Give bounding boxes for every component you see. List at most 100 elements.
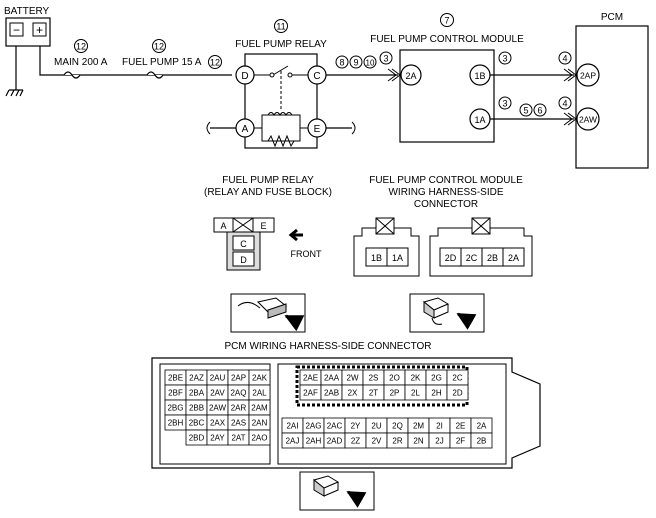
callout-circle bbox=[274, 19, 288, 33]
module-connector-right: 2D 2C 2B 2A bbox=[429, 217, 533, 277]
pcm-cavity-label: 2AZ bbox=[189, 374, 204, 383]
relay-conn-c: C bbox=[240, 239, 247, 249]
relay-switch bbox=[254, 65, 308, 76]
pcm-cavity-label: 2D bbox=[452, 389, 462, 398]
relay-block-title-line2: (RELAY AND FUSE BLOCK) bbox=[204, 187, 332, 198]
pcm-cavity-label: 2AS bbox=[231, 419, 246, 428]
pcm-cavity-label: 2W bbox=[347, 374, 359, 383]
pcm-cavity-label: 2AP bbox=[231, 374, 246, 383]
relay-title: FUEL PUMP RELAY bbox=[235, 39, 327, 50]
pcm-cavity-label: 2AW bbox=[209, 404, 226, 413]
pcm-cavity-label: 2A bbox=[477, 422, 487, 431]
module-conn-2a: 2A bbox=[508, 253, 519, 263]
pcm-cavity-label: 2L bbox=[411, 389, 420, 398]
pcm-cavity-label: 2I bbox=[436, 422, 443, 431]
module-title: FUEL PUMP CONTROL MODULE bbox=[370, 34, 524, 45]
pcm-cavity-label: 2Y bbox=[351, 422, 361, 431]
pcm-cavity-label: 2T bbox=[369, 389, 378, 398]
pcm-cavity-label: 2BE bbox=[168, 374, 183, 383]
callout-f2: 12 bbox=[154, 42, 164, 52]
module-terminal-2a-label: 2A bbox=[405, 71, 416, 81]
callout-w3c: 3 bbox=[502, 99, 507, 109]
pcm-cavity-label: 2B bbox=[477, 437, 487, 446]
module-conn-right-shell bbox=[429, 227, 533, 277]
pcm-cavity-label: 2AV bbox=[210, 389, 225, 398]
callout-f1: 12 bbox=[76, 42, 86, 52]
callout-circle bbox=[519, 103, 533, 117]
pcm-cavity-label: 2H bbox=[431, 389, 441, 398]
relay-terminal-a-label: A bbox=[242, 124, 249, 135]
module-conn-left-shell bbox=[353, 227, 420, 277]
pcm-cavity-label: 2J bbox=[435, 437, 443, 446]
pcm-cavity-label: 2P bbox=[390, 389, 400, 398]
callout-circle bbox=[363, 55, 377, 69]
connector-view-icon bbox=[230, 293, 306, 333]
pcm-cavity-label: 2AJ bbox=[286, 437, 300, 446]
relay-block-title-line1: FUEL PUMP RELAY bbox=[222, 175, 314, 186]
callout-w10: 10 bbox=[366, 59, 375, 68]
pcm-top-block-hatch bbox=[295, 365, 469, 407]
connector-view-icon bbox=[409, 293, 485, 333]
pcm-cavity-label: 2U bbox=[371, 422, 381, 431]
resistor-icon bbox=[267, 134, 295, 148]
relay-conn-d-cell bbox=[232, 251, 255, 267]
callout-circle bbox=[498, 96, 512, 110]
relay-conn-d: D bbox=[240, 255, 247, 265]
callout-w4a: 4 bbox=[562, 54, 567, 64]
connector-view-icon bbox=[299, 471, 375, 511]
pcm-cavity-label: 2AB bbox=[324, 389, 339, 398]
pcm-cavity-label: 2N bbox=[413, 437, 423, 446]
callout-circle bbox=[208, 55, 222, 69]
callout-module: 7 bbox=[444, 16, 449, 26]
relay-terminal-e-label: E bbox=[314, 124, 321, 135]
module-box bbox=[399, 49, 495, 143]
ground-icon bbox=[5, 46, 24, 97]
pcm-cavity-label: 2AE bbox=[303, 374, 318, 383]
lock-cross-icon bbox=[471, 217, 491, 235]
pcm-cavity-label: 2AT bbox=[231, 434, 245, 443]
callout-circle bbox=[440, 13, 454, 27]
callout-circle bbox=[335, 55, 349, 69]
pcm-cavity-label: 2V bbox=[372, 437, 382, 446]
callout-circle bbox=[498, 51, 512, 65]
callout-w4b: 4 bbox=[562, 99, 567, 109]
pcm-cavity bbox=[470, 432, 493, 449]
module-to-pcm-wires bbox=[490, 74, 574, 120]
pcm-cavity-label: 2BC bbox=[189, 419, 205, 428]
switch-contact bbox=[269, 72, 275, 78]
pcm-cavity-label: 2AA bbox=[324, 374, 340, 383]
callout-circle bbox=[558, 96, 572, 110]
module-conn-title-line3: CONNECTOR bbox=[414, 199, 478, 210]
switch-contact bbox=[287, 72, 293, 78]
relay-coil-frame bbox=[254, 114, 308, 142]
module-terminal-1a-label: 1A bbox=[474, 115, 485, 125]
module-conn-2c: 2C bbox=[466, 253, 478, 263]
callout-circle bbox=[349, 55, 363, 69]
battery-minus-terminal bbox=[9, 22, 24, 37]
relay-conn-c-cell bbox=[232, 235, 255, 251]
pcm-cavity-label: 2Q bbox=[392, 422, 403, 431]
callout-w6: 6 bbox=[537, 106, 542, 116]
pcm-cavity-label: 2M bbox=[413, 422, 424, 431]
pcm-cavity-label: 2AY bbox=[210, 434, 225, 443]
front-arrow-icon bbox=[288, 228, 303, 242]
pcm-cavity-label: 2AD bbox=[327, 437, 343, 446]
pcm-cavity-label: 2AQ bbox=[230, 389, 246, 398]
pcm-cavity-label: 2G bbox=[431, 374, 442, 383]
module-terminal-1b-label: 1B bbox=[474, 71, 485, 81]
pcm-cavity-label: 2O bbox=[389, 374, 400, 383]
pcm-cavity-label: 2AG bbox=[305, 422, 321, 431]
battery-box bbox=[5, 17, 51, 47]
battery-wire bbox=[39, 46, 232, 76]
pcm-cavity-label: 2C bbox=[452, 374, 462, 383]
pcm-terminal-2ap bbox=[576, 63, 600, 87]
pcm-terminal-2aw-label: 2AW bbox=[579, 115, 597, 125]
wire-break-icon bbox=[206, 121, 356, 135]
pcm-cavity-label: 2AI bbox=[286, 422, 298, 431]
battery-plus-terminal bbox=[32, 22, 47, 37]
pcm-cavity-label: 2AL bbox=[252, 389, 267, 398]
pcm-cavity-label: 2AX bbox=[210, 419, 226, 428]
callout-relay: 11 bbox=[276, 22, 285, 32]
module-conn-2d: 2D bbox=[445, 253, 457, 263]
